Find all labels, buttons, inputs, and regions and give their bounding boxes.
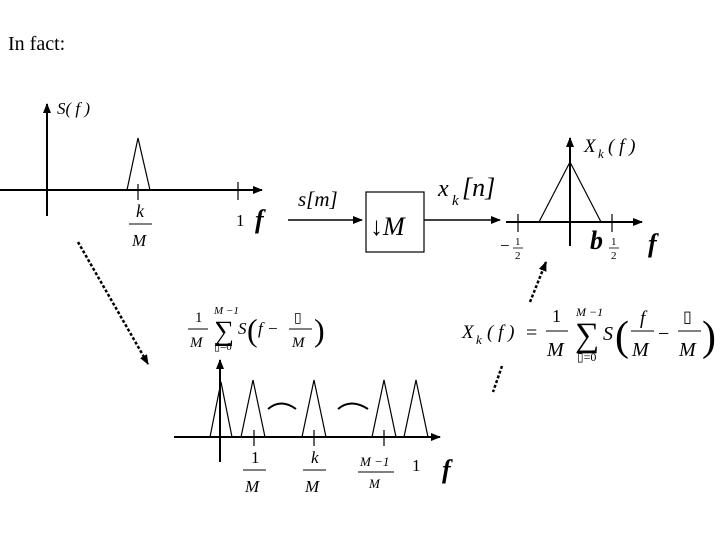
spectrum-right-y-sub: k: [598, 146, 604, 161]
spectrum-top-k-den: M: [131, 231, 147, 250]
spectrum-right-mid-glyph: b: [590, 226, 603, 255]
formula-right: X k ( f ) = 1 M M −1 ∑ ▯=0 S ( f M − ▯ M…: [461, 305, 716, 364]
downsampler-box: [365, 191, 425, 253]
formula-left-box: ▯: [294, 311, 302, 326]
dashed-arrows: [76, 241, 548, 393]
formula-right-sum-lower: ▯=0: [577, 350, 596, 364]
spectrum-top-triangle: [126, 137, 151, 191]
formula-right-f-num: f: [640, 308, 648, 329]
spectrum-right-neg-sign: −: [500, 236, 510, 255]
spectrum-bottom-ellipsis-2: [337, 402, 369, 410]
formula-left-den-M: M: [291, 335, 306, 351]
formula-left-sum-lower: ▯=0: [214, 341, 232, 353]
formula-right-S: S: [603, 323, 613, 345]
formula-left-f-minus: f −: [258, 319, 278, 338]
spectrum-right-triangle: [538, 160, 602, 223]
spectrum-bottom-tick3-num: M −1: [359, 454, 389, 469]
spectrum-bottom-tick1-num: 1: [251, 448, 260, 467]
formula-right-f-den: M: [631, 339, 650, 361]
formula-right-lhs-X: X: [461, 322, 475, 343]
formula-right-equals: =: [526, 322, 537, 344]
spectrum-top-one: 1: [236, 211, 245, 230]
formula-left-close-paren: ): [314, 312, 325, 348]
spectrum-bottom-triangle-3: [301, 379, 327, 438]
formula-right-close-paren: ): [702, 314, 716, 360]
spectrum-right-y-arg: ( f ): [608, 136, 635, 157]
spectrum-bottom-tick2-num: k: [311, 448, 319, 467]
spectrum-top-k-num: k: [136, 201, 145, 221]
block-output-x: x: [437, 176, 449, 202]
spectrum-bottom-tick2-den: M: [304, 477, 320, 496]
spectrum-right-f-label: f: [648, 229, 659, 258]
spectrum-bottom-triangle-1: [209, 381, 233, 438]
dashed-arrow-stub: [491, 365, 504, 393]
dashed-arrow-down: [76, 241, 150, 365]
formula-right-sum-upper: M −1: [575, 305, 603, 319]
spectrum-bottom-tick1-den: M: [244, 477, 260, 496]
spectrum-bottom: 1 M k M M −1 M 1 f: [174, 359, 453, 496]
spectrum-bottom-ellipsis-1: [267, 402, 297, 410]
formula-right-coef-den: M: [546, 339, 565, 361]
formula-left-coef-num: 1: [195, 310, 203, 326]
spectrum-bottom-one: 1: [412, 456, 421, 475]
spectrum-bottom-triangle-5: [403, 379, 429, 438]
formula-left-coef-den: M: [189, 335, 204, 351]
spectrum-right-neg-half-num: 1: [515, 236, 521, 248]
spectrum-right-neg-half-den: 2: [515, 250, 521, 262]
block-output-arg: [n]: [462, 173, 495, 202]
spectrum-bottom-f-label: f: [442, 455, 453, 484]
formula-left-sum-sign: ∑: [214, 316, 234, 347]
formula-right-box: ▯: [683, 309, 692, 326]
spectrum-top-f-label: f: [255, 205, 266, 234]
slide-heading: In fact:: [8, 33, 66, 55]
formula-left-open-paren: (: [247, 312, 258, 348]
formula-right-lhs-arg: ( f ): [487, 322, 514, 343]
spectrum-bottom-triangle-2: [240, 379, 266, 438]
spectrum-right-y-label: X: [583, 136, 597, 157]
formula-right-minus: −: [658, 323, 669, 345]
formula-right-lhs-sub: k: [476, 332, 482, 347]
block-input-label: s[m]: [298, 187, 338, 211]
downsampler: s[m] ↓M x k [n]: [288, 173, 501, 253]
spectrum-bottom-triangle-4: [371, 379, 397, 438]
spectrum-right-pos-half-num: 1: [611, 236, 617, 248]
dashed-arrow-up: [528, 261, 548, 303]
formula-right-open-paren: (: [615, 314, 629, 360]
spectrum-right-pos-half-den: 2: [611, 250, 617, 262]
spectrum-top-y-label: S( f ): [57, 99, 90, 118]
formula-left: 1 M M −1 ∑ ▯=0 S ( f − ▯ M ): [188, 305, 325, 353]
formula-right-sum-sign: ∑: [575, 317, 599, 354]
spectrum-top: S( f ) k M 1 f: [0, 99, 266, 250]
formula-right-box-den: M: [678, 339, 697, 361]
formula-left-sum-upper: M −1: [213, 305, 239, 317]
formula-left-S: S: [238, 319, 247, 338]
spectrum-bottom-tick3-den: M: [368, 476, 381, 491]
downsampler-label: ↓M: [370, 212, 406, 241]
formula-right-coef-num: 1: [552, 306, 561, 326]
block-output-sub: k: [452, 193, 459, 209]
spectrum-right: X k ( f ) − 1 2 b 1 2 f: [500, 136, 659, 262]
